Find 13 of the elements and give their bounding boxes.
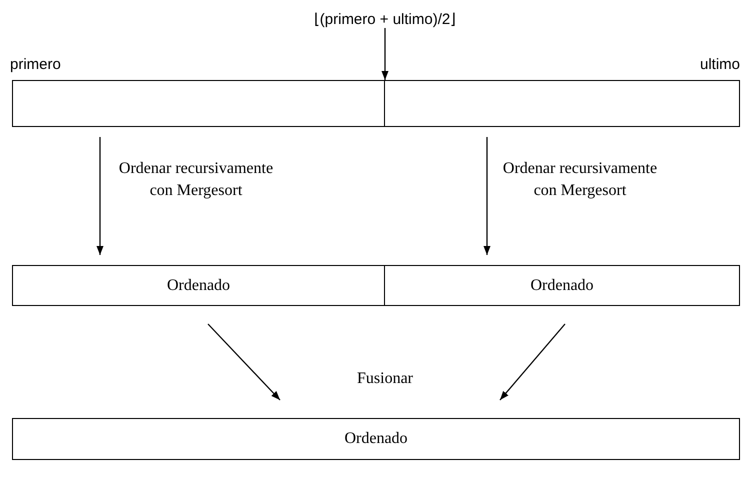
array-box: [12, 80, 385, 127]
array-box: [385, 80, 740, 127]
array-segment: Ordenado: [385, 265, 740, 306]
array-segment: Ordenado: [12, 265, 385, 306]
arrow: [208, 324, 280, 400]
index-label: primero: [10, 56, 61, 73]
index-label: ultimo: [700, 56, 740, 73]
arrow: [500, 324, 566, 400]
midpoint-formula: ⌊(primero + ultimo)/2⌋: [314, 10, 456, 28]
array-segment: Ordenado: [12, 418, 740, 460]
arrow: [484, 137, 490, 255]
arrow: [382, 28, 388, 80]
arrow: [96, 137, 104, 255]
